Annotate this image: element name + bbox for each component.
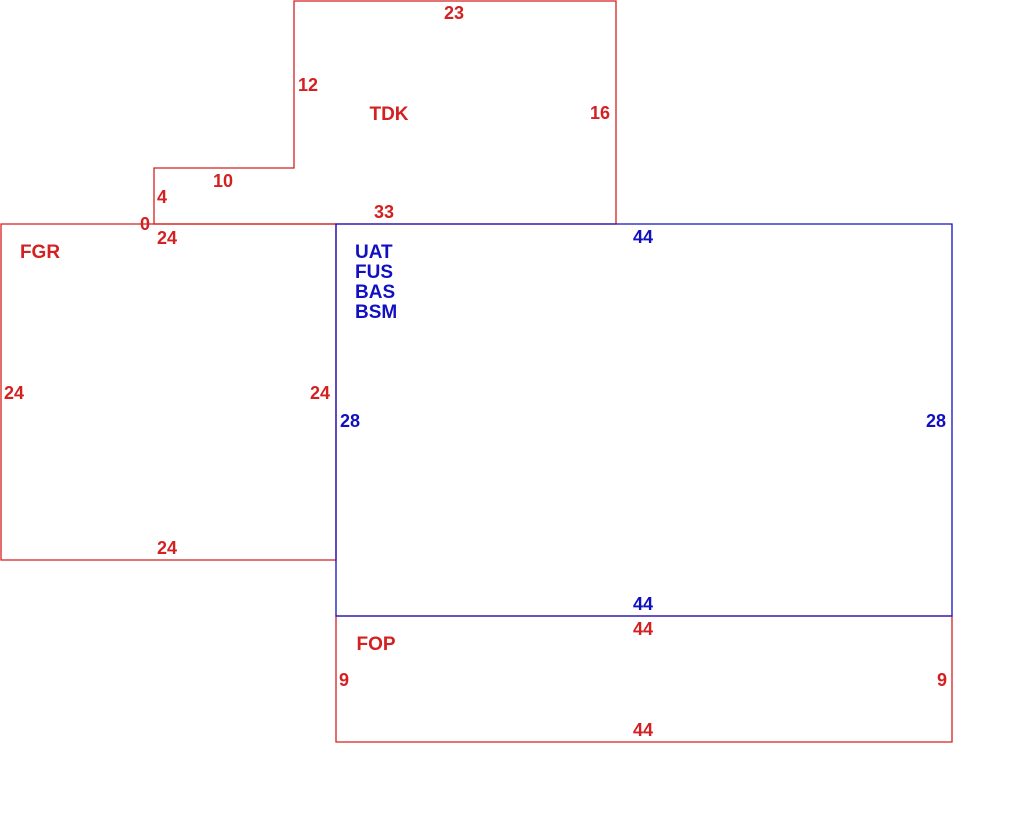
fgr-dim-left: 24 <box>4 383 24 403</box>
main-label-4: BSM <box>355 302 397 323</box>
fgr-dim-bottom: 24 <box>157 538 177 558</box>
fgr-dim-top: 24 <box>157 228 177 248</box>
main-label-2: FUS <box>355 262 393 283</box>
fop-label: FOP <box>356 634 395 655</box>
main-label-1: UAT <box>355 242 393 263</box>
fop-dim-top: 44 <box>633 619 653 639</box>
tdk-dim-top: 23 <box>444 3 464 23</box>
fop-dim-bottom: 44 <box>633 720 653 740</box>
tdk-label: TDK <box>369 104 408 125</box>
tdk-dim-bottom: 33 <box>374 202 394 222</box>
main-outline <box>335 223 953 617</box>
fgr-dim-corner: 0 <box>140 214 150 234</box>
fop-dim-left: 9 <box>339 670 349 690</box>
main-dim-bottom: 44 <box>633 594 653 614</box>
tdk-dim-step: 10 <box>213 171 233 191</box>
fgr-outline <box>0 223 337 561</box>
main-label-3: BAS <box>355 282 395 303</box>
tdk-dim-right: 16 <box>590 103 610 123</box>
tdk-dim-left-upper: 12 <box>298 75 318 95</box>
fgr-dim-right: 24 <box>310 383 330 403</box>
fgr-label: FGR <box>20 242 60 263</box>
tdk-dim-left-lower: 4 <box>157 187 167 207</box>
main-dim-left: 28 <box>340 411 360 431</box>
main-dim-top: 44 <box>633 227 653 247</box>
main-dim-right: 28 <box>926 411 946 431</box>
fop-dim-right: 9 <box>937 670 947 690</box>
